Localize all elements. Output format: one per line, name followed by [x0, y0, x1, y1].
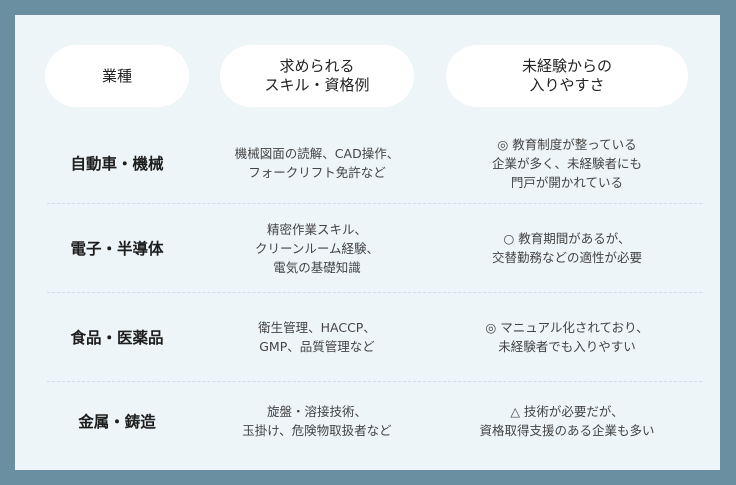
industry-cell: 自動車・機械: [70, 155, 164, 173]
skills-cell: 精密作業スキル、 クリーンルーム経験、 電気の基礎知識: [254, 221, 379, 275]
table-row: 食品・医薬品 衛生管理、HACCP、 GMP、品質管理など ◎ マニュアル化され…: [47, 293, 702, 382]
header-ease: 未経験からの 入りやすさ: [446, 45, 688, 107]
table-row: 自動車・機械 機械図面の読解、CAD操作、 フォークリフト免許など ◎ 教育制度…: [47, 123, 702, 204]
header-industry: 業種: [45, 45, 189, 107]
ease-cell: ◎ マニュアル化されており、 未経験者でも入りやすい: [485, 320, 649, 354]
skills-cell: 衛生管理、HACCP、 GMP、品質管理など: [258, 320, 376, 354]
ease-cell: △ 技術が必要だが、 資格取得支援のある企業も多い: [479, 404, 655, 438]
ease-cell: ○ 教育期間があるが、 交替勤務などの適性が必要: [491, 231, 642, 265]
industry-cell: 食品・医薬品: [70, 329, 164, 347]
table-row: 電子・半導体 精密作業スキル、 クリーンルーム経験、 電気の基礎知識 ○ 教育期…: [47, 204, 702, 293]
header-skills: 求められる スキル・資格例: [220, 45, 414, 107]
industry-cell: 電子・半導体: [70, 240, 164, 258]
ease-cell: ◎ 教育制度が整っている 企業が多く、未経験者にも 門戸が開かれている: [491, 136, 642, 190]
skills-cell: 機械図面の読解、CAD操作、 フォークリフト免許など: [234, 146, 400, 180]
industry-cell: 金属・鋳造: [78, 413, 156, 431]
table-row: 金属・鋳造 旋盤・溶接技術、 玉掛け、危険物取扱者など △ 技術が必要だが、 資…: [47, 382, 702, 460]
comparison-table: 業種 求められる スキル・資格例 未経験からの 入りやすさ 自動車・機械 機械図…: [15, 15, 720, 470]
skills-cell: 旋盤・溶接技術、 玉掛け、危険物取扱者など: [242, 404, 392, 438]
